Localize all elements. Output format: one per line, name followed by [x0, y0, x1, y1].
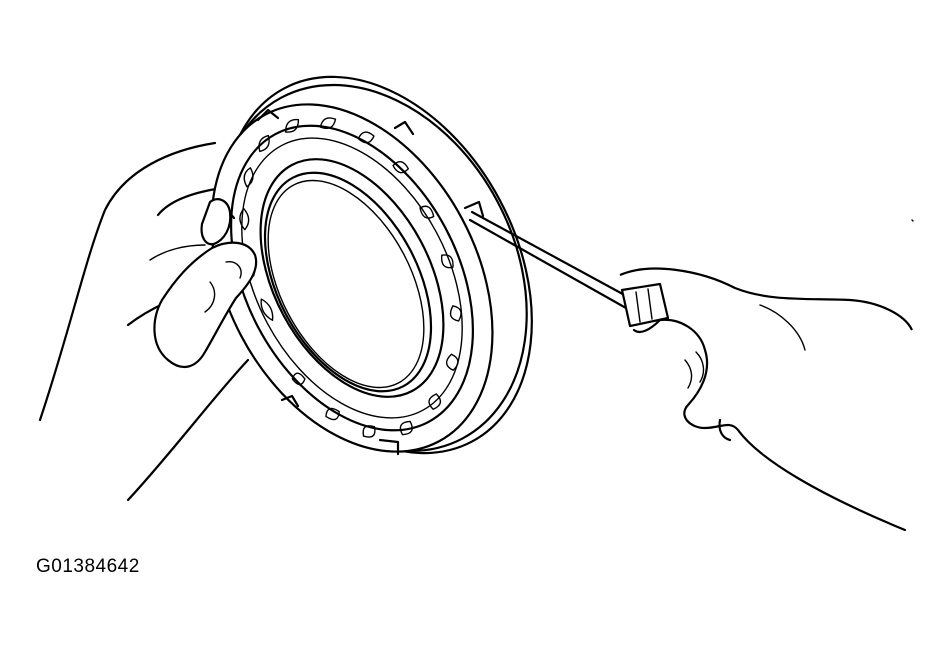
synchronizer-ring	[210, 75, 533, 456]
left-hand-fingers	[153, 198, 258, 369]
right-hand	[619, 267, 913, 532]
figure-id-label: G01384642	[36, 556, 140, 577]
screwdriver	[468, 210, 670, 328]
left-hand	[38, 141, 250, 502]
